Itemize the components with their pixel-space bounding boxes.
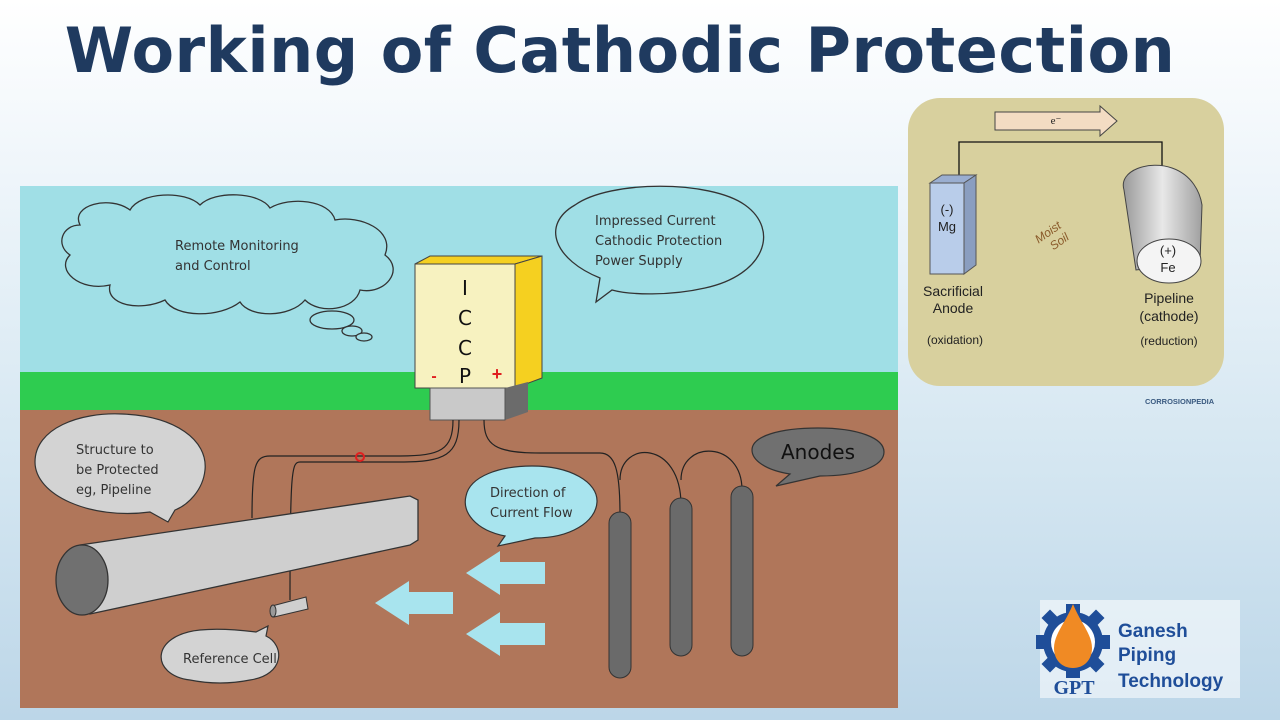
cathode-metal: Fe <box>1160 260 1175 275</box>
svg-text:Remote Monitoring: Remote Monitoring <box>175 239 299 254</box>
logo-name-line: Technology <box>1118 671 1224 692</box>
svg-text:Direction of: Direction of <box>490 486 566 501</box>
anode-process: (oxidation) <box>927 333 983 347</box>
anodes-bubble <box>751 427 885 487</box>
gpt-logo: GPT Ganesh Piping Technology <box>1036 600 1240 699</box>
svg-text:Structure to: Structure to <box>76 443 154 458</box>
structure-label-line: Structure to <box>76 443 154 458</box>
galvanic-diagram: e⁻ (-) Mg Moist Soil (+) Fe Sacrificial … <box>908 98 1224 406</box>
structure-label-line: eg, Pipeline <box>76 483 151 498</box>
structure-bubble <box>34 413 206 523</box>
logo-name-line: Piping <box>1118 645 1176 666</box>
svg-text:Current Flow: Current Flow <box>490 506 573 521</box>
anode-rod <box>669 497 693 657</box>
svg-text:eg, Pipeline: eg, Pipeline <box>76 483 151 498</box>
iccp-unit: I C C P - + <box>414 255 543 421</box>
oil-drop-icon <box>1054 604 1092 668</box>
cathode-label-line: Pipeline <box>1144 290 1194 306</box>
electron-flow-arrow-icon <box>994 104 1118 138</box>
cloud-label-line: and Control <box>175 259 251 274</box>
anodes-label: Anodes <box>781 440 855 464</box>
unit-letter: I <box>462 276 468 300</box>
current-arrow-icon <box>466 612 545 656</box>
iron-pipeline-cylinder <box>1122 164 1203 284</box>
thought-cloud <box>61 194 394 342</box>
anode-metal: Mg <box>938 219 956 234</box>
cathode-label-line: (cathode) <box>1139 308 1198 324</box>
negative-terminal: - <box>431 368 436 385</box>
anode-label-line: Anode <box>933 300 974 316</box>
iccp-diagram: Remote Monitoring and Control Impressed … <box>20 185 898 708</box>
direction-label-line: Current Flow <box>490 506 573 521</box>
reference-bubble <box>160 624 280 684</box>
image-credit: CORROSIONPEDIA <box>1145 397 1215 406</box>
reference-cell <box>269 596 309 618</box>
cathode-process: (reduction) <box>1140 334 1197 348</box>
direction-label-line: Direction of <box>490 486 566 501</box>
reference-label: Reference Cell <box>183 652 277 667</box>
svg-text:Impressed Current: Impressed Current <box>595 214 716 229</box>
svg-text:Power Supply: Power Supply <box>595 254 683 269</box>
structure-label-line: be Protected <box>76 463 159 478</box>
svg-text:Cathodic Protection: Cathodic Protection <box>595 234 722 249</box>
cursor-indicator <box>355 452 365 462</box>
electron-label: e⁻ <box>1051 115 1062 127</box>
power-supply-label-line: Impressed Current <box>595 214 716 229</box>
unit-letter: C <box>458 306 472 330</box>
power-supply-label-line: Cathodic Protection <box>595 234 722 249</box>
logo-monogram: GPT <box>1053 677 1095 699</box>
slide-title: Working of Cathodic Protection <box>64 14 1176 87</box>
anode-charge: (-) <box>941 202 954 217</box>
magnesium-anode <box>928 174 978 275</box>
cloud-label-line: Remote Monitoring <box>175 239 299 254</box>
anode-label-line: Sacrificial <box>923 283 983 299</box>
current-arrow-icon <box>466 551 545 595</box>
power-supply-bubble <box>555 185 765 304</box>
direction-bubble <box>464 465 598 547</box>
svg-text:be Protected: be Protected <box>76 463 159 478</box>
pipeline <box>55 495 419 616</box>
anode-rod <box>608 511 632 679</box>
cathode-charge: (+) <box>1160 243 1176 258</box>
anode-rod <box>730 485 754 657</box>
logo-name-line: Ganesh <box>1118 621 1188 642</box>
unit-letter: P <box>459 364 471 388</box>
svg-text:and Control: and Control <box>175 259 251 274</box>
power-supply-label-line: Power Supply <box>595 254 683 269</box>
current-arrow-icon <box>375 581 453 625</box>
unit-letter: C <box>458 336 472 360</box>
positive-terminal: + <box>492 364 503 384</box>
